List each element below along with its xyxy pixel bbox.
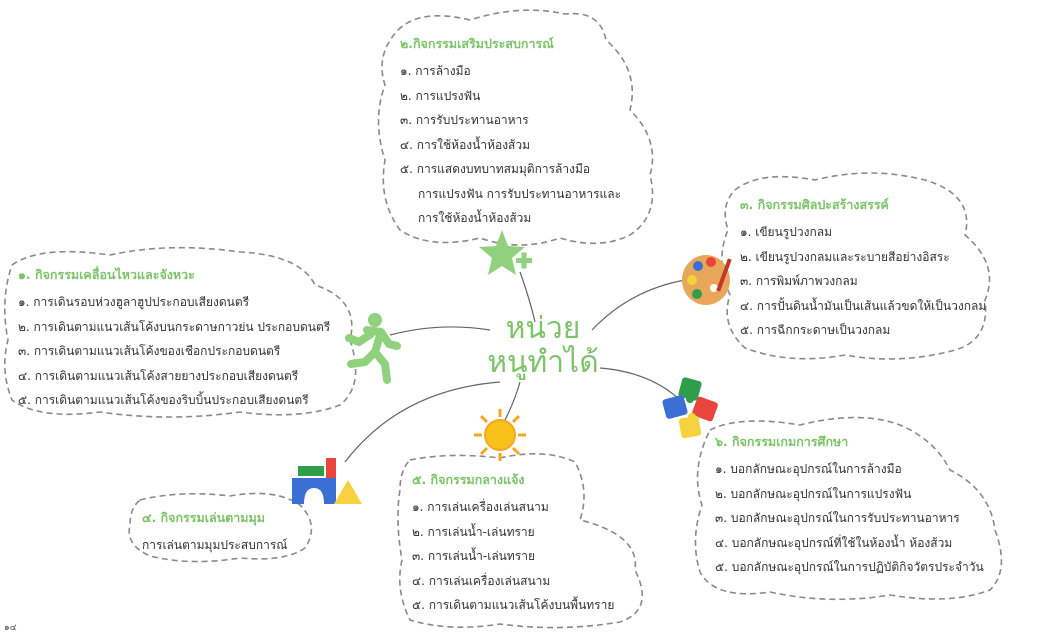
topic-title: ๓. กิจกรรมศิลปะสร้างสรรค์ [740,197,889,212]
topic-title: ๖. กิจกรรมเกมการศึกษา [715,434,849,449]
toy-blocks-icon [292,458,362,504]
topic-item: ๒. เขียนรูปวงกลมและระบายสีอย่างอิสระ [740,249,950,264]
topic-item: ๕. การเดินตามแนวเส้นโค้งบนพื้นทราย [412,598,615,612]
connector-t4 [344,381,501,463]
topic-item: ๒. การเล่นน้ำ-เล่นทราย [412,524,535,539]
topic-item: ๓. การเดินตามแนวเส้นโค้งของเชือกประกอบดน… [18,344,281,358]
topic-item: ๑. การเล่นเครื่องเล่นสนาม [412,500,549,514]
topic-item: ๔. การใช้ห้องน้ำห้องส้วม [400,137,531,152]
star-plus-icon [479,230,532,275]
cloud-outline-t5 [397,453,644,629]
cloud-outline-t1 [4,246,357,418]
topic-item: ๑. การเดินรอบห่วงฮูลาฮูปประกอบเสียงดนตรี [18,295,250,309]
connector-t2 [519,271,536,323]
topic-item: ๒. การแปรงฟัน [400,88,481,103]
topic-item: ๑. บอกลักษณะอุปกรณ์ในการล้างมือ [715,462,902,476]
topic-t3: ๓. กิจกรรมศิลปะสร้างสรรค์ ๑. เขียนรูปวงก… [740,195,986,343]
topic-item: ๕. บอกลักษณะอุปกรณ์ในการปฏิบัติกิจวัตรปร… [715,560,984,574]
topic-item: ๑. เขียนรูปวงกลม [740,225,832,239]
topic-item: ๓. การเล่นน้ำ-เล่นทราย [412,549,535,563]
cloud-outline-t2 [377,9,654,246]
topic-item: ๒. การเดินตามแนวเส้นโค้งบนกระดาษกาวย่น ป… [18,319,331,334]
topic-item: การใช้ห้องน้ำห้องส้วม [418,211,532,225]
puzzle-pieces-icon [662,377,718,439]
topic-item: ๓. บอกลักษณะอุปกรณ์ในการรับประทานอาหาร [715,511,960,525]
paint-palette-icon [682,255,732,305]
topic-title: ๑. กิจกรรมเคลื่อนไหวและจังหวะ [18,267,195,282]
topic-item: ๑. การล้างมือ [400,64,471,78]
central-topic-line2: หนูทำได้ [487,345,599,380]
topic-t6: ๖. กิจกรรมเกมการศึกษา ๑. บอกลักษณะอุปกรณ… [715,432,984,580]
topic-item: ๓. การพิมพ์ภาพวงกลม [740,274,858,288]
topic-t2: ๒.กิจกรรมเสริมประสบการณ์ ๑. การล้างมือ ๒… [400,34,621,231]
sun-icon [474,409,526,461]
topic-item: การแปรงฟัน การรับประทานอาหารและ [418,186,622,201]
page-number: ๑๔ [4,623,17,633]
connector-t6 [599,367,681,401]
connector-t3 [591,279,686,331]
central-topic-line1: หน่วย [505,311,581,346]
topic-t1: ๑. กิจกรรมเคลื่อนไหวและจังหวะ ๑. การเดิน… [18,265,330,413]
running-person-icon [345,313,401,384]
topic-item: ๕. การฉีกกระดาษเป็นวงกลม [740,323,891,337]
topic-item: ๔. การปั้นดินน้ำมันเป็นเส้นแล้วขดให้เป็น… [740,298,987,313]
topic-item: ๔. บอกลักษณะอุปกรณ์ที่ใช้ในห้องน้ำ ห้องส… [715,535,953,550]
cloud-outline-t4 [128,492,313,563]
topic-title: ๒.กิจกรรมเสริมประสบการณ์ [400,36,554,51]
connector-t1 [389,326,491,336]
topic-item: ๒. บอกลักษณะอุปกรณ์ในการแปรงฟัน [715,486,912,501]
central-topic: หน่วย หนูทำได้ [468,312,618,380]
topic-item: ๕. การแสดงบทบาทสมมุติการล้างมือ [400,162,591,176]
topic-item: ๔. การเล่นเครื่องเล่นสนาม [412,573,551,588]
topic-title: ๕. กิจกรรมกลางแจ้ง [412,472,525,487]
topic-item: ๔. การเดินตามแนวเส้นโค้งสายยางประกอบเสีย… [18,368,299,383]
topic-title: ๔. กิจกรรมเล่นตามมุม [142,510,266,525]
topic-t5: ๕. กิจกรรมกลางแจ้ง ๑. การเล่นเครื่องเล่น… [412,470,614,618]
topic-item: ๓. การรับประทานอาหาร [400,113,529,127]
topic-t4: ๔. กิจกรรมเล่นตามมุม การเล่นตามมุมประสบก… [142,508,287,558]
connector-t5 [504,381,521,421]
topic-item: การเล่นตามมุมประสบการณ์ [142,538,288,552]
topic-item: ๕. การเดินตามแนวเส้นโค้งของริบบิ้นประกอบ… [18,393,309,407]
cloud-outline-t6 [694,416,1003,601]
